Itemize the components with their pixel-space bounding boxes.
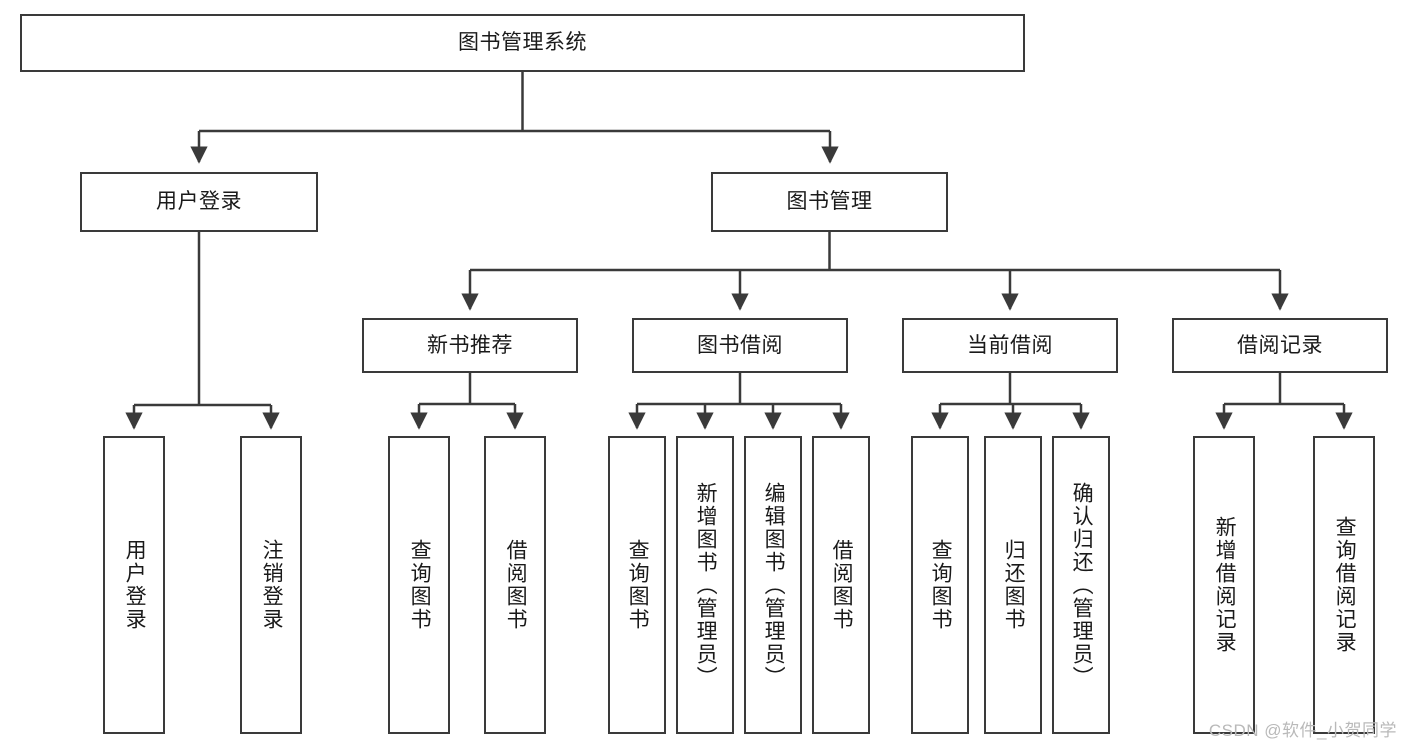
node-leaf-query-book-rec[interactable]: 查询图书 [388,436,450,734]
node-book-borrow-label: 图书借阅 [697,333,783,357]
node-leaf-user-logout[interactable]: 注销登录 [240,436,302,734]
node-leaf-query-book-borrow-label: 查询图书 [626,539,650,631]
node-leaf-add-borrow-record[interactable]: 新增借阅记录 [1193,436,1255,734]
node-leaf-add-book[interactable]: 新增图书（管理员） [676,436,734,734]
node-leaf-query-book-current-label: 查询图书 [929,539,953,631]
node-borrow-record[interactable]: 借阅记录 [1172,318,1388,373]
node-book-manage[interactable]: 图书管理 [711,172,948,232]
node-leaf-borrow-book-rec[interactable]: 借阅图书 [484,436,546,734]
node-user-login[interactable]: 用户登录 [80,172,318,232]
node-borrow-record-label: 借阅记录 [1237,333,1323,357]
node-leaf-query-borrow-record[interactable]: 查询借阅记录 [1313,436,1375,734]
node-book-manage-label: 图书管理 [786,190,873,214]
node-leaf-confirm-return[interactable]: 确认归还（管理员） [1052,436,1110,734]
node-leaf-user-login[interactable]: 用户登录 [103,436,165,734]
node-leaf-query-borrow-record-label: 查询借阅记录 [1333,516,1357,654]
node-leaf-query-book-borrow[interactable]: 查询图书 [608,436,666,734]
node-leaf-borrow-book-label: 借阅图书 [830,539,854,631]
node-new-book-rec-label: 新书推荐 [427,333,513,357]
node-leaf-edit-book[interactable]: 编辑图书（管理员） [744,436,802,734]
node-book-borrow[interactable]: 图书借阅 [632,318,848,373]
node-current-borrow[interactable]: 当前借阅 [902,318,1118,373]
node-leaf-user-logout-label: 注销登录 [260,539,284,631]
node-leaf-add-book-label: 新增图书（管理员） [694,481,718,689]
node-user-login-label: 用户登录 [156,190,242,214]
node-leaf-query-book-current[interactable]: 查询图书 [911,436,969,734]
node-leaf-query-book-rec-label: 查询图书 [408,539,432,631]
node-leaf-confirm-return-label: 确认归还（管理员） [1070,481,1094,689]
node-leaf-edit-book-label: 编辑图书（管理员） [762,481,786,689]
node-root[interactable]: 图书管理系统 [20,14,1025,72]
node-leaf-add-borrow-record-label: 新增借阅记录 [1213,516,1237,654]
node-leaf-return-book[interactable]: 归还图书 [984,436,1042,734]
node-new-book-rec[interactable]: 新书推荐 [362,318,578,373]
node-current-borrow-label: 当前借阅 [967,333,1053,357]
watermark-text: CSDN @软件_小贺同学 [1208,721,1397,740]
node-root-label: 图书管理系统 [458,31,587,55]
node-leaf-borrow-book-rec-label: 借阅图书 [504,539,528,631]
node-leaf-return-book-label: 归还图书 [1002,539,1026,631]
node-leaf-borrow-book[interactable]: 借阅图书 [812,436,870,734]
node-leaf-user-login-label: 用户登录 [123,539,147,631]
